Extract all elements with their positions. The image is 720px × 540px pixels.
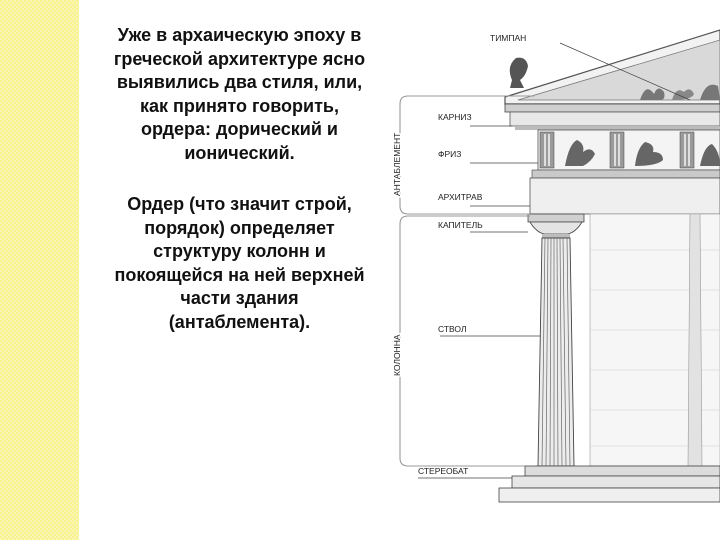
cornice-band (504, 103, 720, 130)
frieze-band (537, 129, 720, 171)
decorative-side-strip (0, 0, 79, 540)
doric-order-diagram: ТИМПАН КАРНИЗ ФРИЗ АРХИТРАВ КАПИТЕЛЬ СТВ… (391, 29, 720, 503)
column-bracket (399, 215, 530, 467)
pediment (504, 29, 720, 105)
order-definition-paragraph: Ордер (что значит строй, порядок) опреде… (92, 193, 387, 334)
metope-relief (565, 140, 720, 166)
entablature-bracket (399, 95, 534, 215)
label-frieze: ФРИЗ (438, 149, 461, 159)
label-shaft: СТВОЛ (438, 324, 467, 334)
intro-text: Уже в архаическую эпоху в греческой архи… (113, 25, 366, 163)
temple-wall (589, 213, 720, 467)
label-column: КОЛОННА (392, 334, 402, 376)
intro-paragraph: Уже в архаическую эпоху в греческой архи… (92, 24, 387, 165)
triglyph (539, 131, 695, 169)
architrave-band (529, 169, 720, 215)
order-text: Ордер (что значит строй, порядок) опреде… (114, 194, 365, 332)
label-capital: КАПИТЕЛЬ (438, 220, 483, 230)
label-architrave: АРХИТРАВ (438, 192, 483, 202)
label-entablature: АНТАБЛЕМЕНТ (392, 133, 402, 196)
label-stylobate: СТЕРЕОБАТ (418, 466, 468, 476)
capital (527, 213, 585, 238)
stereobate-steps (498, 465, 720, 503)
label-cornice: КАРНИЗ (438, 112, 472, 122)
label-tympanum: ТИМПАН (490, 33, 526, 43)
column-shaft (537, 237, 575, 467)
